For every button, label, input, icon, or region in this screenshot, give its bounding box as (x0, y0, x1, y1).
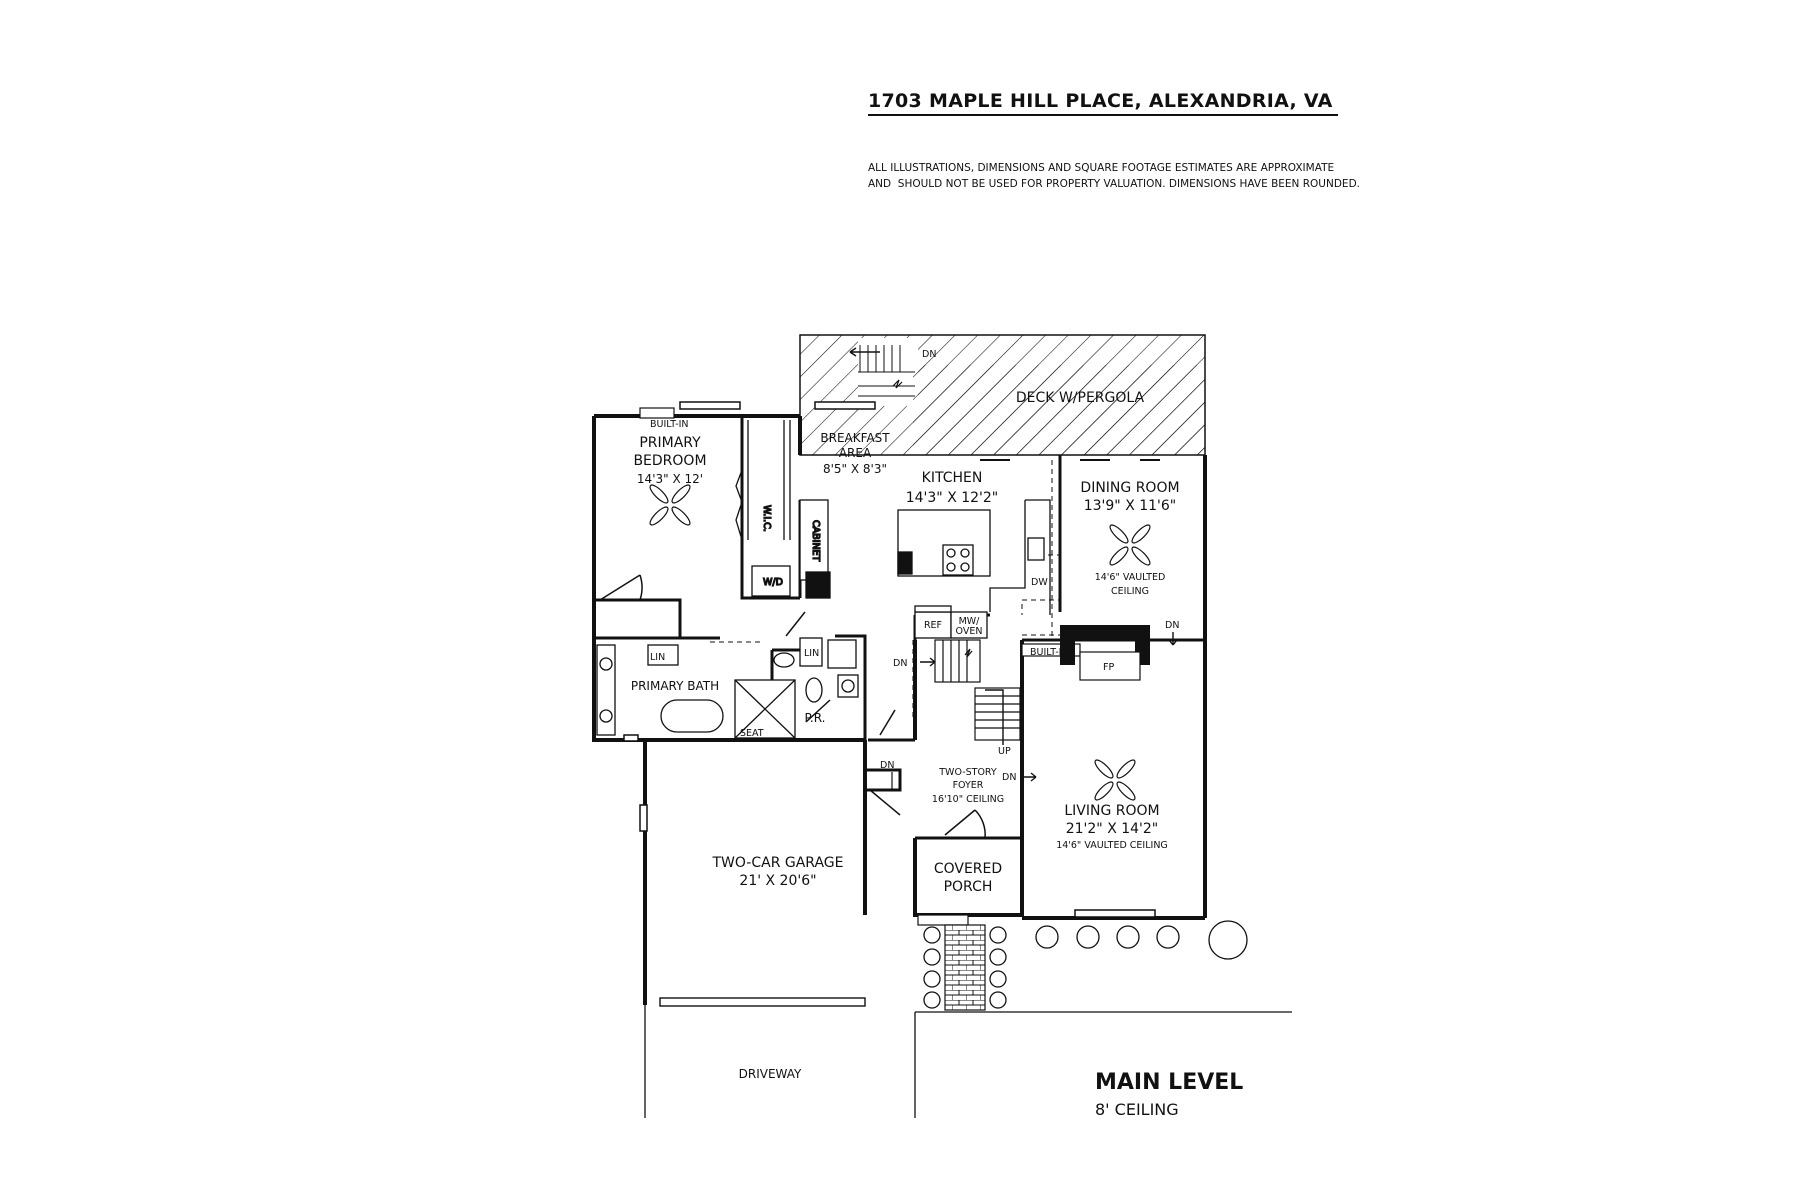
powder-room-label: P.R. (805, 711, 826, 725)
garage-label: TWO-CAR GARAGE (712, 855, 844, 871)
shower-seat-label: SEAT (740, 728, 764, 739)
primary-bedroom: BUILT-IN PRIMARY BEDROOM 14'3" X 12' (633, 407, 707, 486)
kitchen-label: KITCHEN (922, 470, 983, 486)
linen-closet-pr-label: LIN (804, 648, 819, 659)
deck-stair-dn-label: DN (922, 349, 936, 360)
fireplace-label: FP (1103, 662, 1114, 673)
shrubs (923, 920, 1248, 1009)
living-room: LIVING ROOM 21'2" X 14'2" 14'6" VAULTED … (1056, 803, 1168, 851)
dining-ceiling-note2: CEILING (1111, 586, 1149, 597)
driveway-label: DRIVEWAY (739, 1067, 802, 1081)
fireplace: BUILT-IN FP (1021, 625, 1150, 681)
disclaimer-text: ALL ILLUSTRATIONS, DIMENSIONS AND SQUARE… (868, 162, 1360, 190)
primary-bath: LIN PRIMARY BATH SEAT (596, 644, 796, 739)
breakfast-dims: 8'5" X 8'3" (823, 462, 887, 476)
deck-label: DECK W/PERGOLA (1016, 390, 1145, 406)
foyer-line1: TWO-STORY (938, 767, 997, 778)
kitchen-dims: 14'3" X 12'2" (906, 490, 999, 506)
kitchen-counter (989, 499, 1051, 615)
dining-room-dims: 13'9" X 11'6" (1084, 498, 1177, 514)
primary-bedroom-dims: 14'3" X 12' (637, 472, 703, 486)
front-walkway (917, 914, 986, 1011)
dining-ceiling-note1: 14'6" VAULTED (1095, 572, 1166, 583)
dining-room: DINING ROOM 13'9" X 11'6" 14'6" VAULTED … (1080, 480, 1180, 646)
foyer-line2: FOYER (953, 780, 984, 791)
site-lines (644, 917, 1292, 1118)
living-room-label: LIVING ROOM (1064, 803, 1159, 819)
doors (599, 459, 1160, 839)
property-address: 1703 MAPLE HILL PLACE, ALEXANDRIA, VA (868, 90, 1338, 116)
two-story-foyer: TWO-STORY FOYER 16'10" CEILING DN DN (880, 760, 1037, 805)
porch-line1: COVERED (934, 861, 1002, 877)
garage-dn-label: DN (880, 760, 894, 771)
stair-up-label: UP (998, 746, 1011, 757)
breakfast-line1: BREAKFAST (820, 431, 890, 445)
built-in-top-label: BUILT-IN (650, 419, 689, 430)
windows (623, 401, 1156, 918)
kitchen-island (897, 509, 991, 577)
powder-room: LIN P.R. (773, 637, 859, 725)
dishwasher-label: DW (1031, 577, 1048, 588)
ceiling-fan-icon (649, 484, 1151, 801)
level-ceiling-height: 8' CEILING (1095, 1100, 1179, 1119)
breakfast-line2: AREA (839, 446, 872, 460)
two-car-garage: TWO-CAR GARAGE 21' X 20'6" (659, 855, 866, 1007)
built-in-mid-label: BUILT-IN (1030, 647, 1069, 658)
stair-dn-label: DN (893, 658, 907, 669)
cabinet-label: CABINET (810, 520, 821, 562)
stairs (920, 639, 1021, 745)
dining-dn-label: DN (1165, 620, 1179, 631)
primary-bedroom-line2: BEDROOM (633, 453, 706, 469)
microwave-label: MW/ (959, 616, 981, 627)
linen-closet-bath-label: LIN (650, 652, 665, 663)
porch-line2: PORCH (944, 879, 993, 895)
garage-dims: 21' X 20'6" (739, 873, 816, 889)
oven-label: OVEN (956, 626, 983, 637)
dining-room-label: DINING ROOM (1080, 480, 1179, 496)
foyer-dn-label: DN (1002, 772, 1016, 783)
deck: DECK W/PERGOLA DN (799, 334, 1206, 456)
living-room-dims: 21'2" X 14'2" (1066, 821, 1159, 837)
primary-bath-label: PRIMARY BATH (631, 679, 719, 693)
fridge-oven (914, 605, 988, 639)
refrigerator-label: REF (924, 620, 942, 631)
wic-label: W.I.C. (761, 505, 772, 532)
washer-dryer-label: W/D (763, 577, 783, 588)
primary-bedroom-line1: PRIMARY (639, 435, 701, 451)
walk-in-closet: W.I.C. W/D CABINET (735, 420, 831, 599)
covered-porch: COVERED PORCH (934, 861, 1002, 895)
living-ceiling-note: 14'6" VAULTED CEILING (1056, 840, 1168, 851)
kitchen-area: BREAKFAST AREA 8'5" X 8'3" KITCHEN 14'3"… (820, 431, 1051, 639)
level-title: MAIN LEVEL (1095, 1070, 1244, 1095)
foyer-ceiling-note: 16'10" CEILING (932, 794, 1004, 805)
